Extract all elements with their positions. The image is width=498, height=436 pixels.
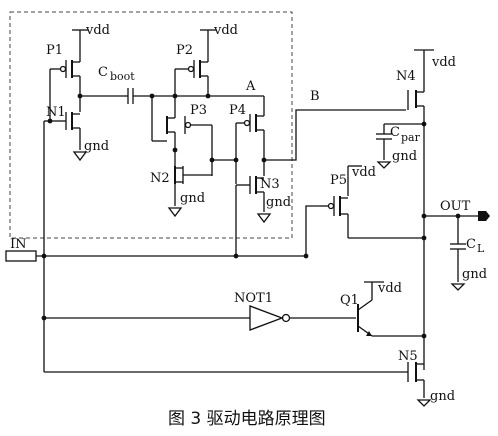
cl-subscript: L <box>477 242 485 255</box>
p3-label: P3 <box>190 103 207 118</box>
cl-label: C <box>466 237 476 252</box>
n3-label: N3 <box>260 177 280 192</box>
n4-label: N4 <box>396 69 416 84</box>
in-label: IN <box>10 237 27 252</box>
p5-label: P5 <box>330 173 347 188</box>
ground-n2 <box>167 207 183 218</box>
figure-caption: 图 3 驱动电路原理图 <box>168 409 326 429</box>
not1-label: NOT1 <box>234 291 273 306</box>
transistor-n2 <box>174 150 212 206</box>
not-gate <box>44 305 356 331</box>
capacitor-cpar <box>376 123 424 169</box>
gnd-label-n3: gnd <box>266 195 291 210</box>
n5-label: N5 <box>398 349 418 364</box>
out-label: OUT <box>440 199 471 214</box>
capacitor-cboot <box>124 88 175 104</box>
vdd-label-q1: vdd <box>377 281 402 296</box>
input-terminal <box>5 250 37 262</box>
node-b-wire <box>264 109 406 161</box>
transistor-n5 <box>44 362 432 407</box>
gnd-label-cpar: gnd <box>392 149 417 164</box>
node-a-label: A <box>245 79 256 94</box>
p1-label: P1 <box>46 43 63 58</box>
n2-label: N2 <box>150 171 170 186</box>
ground-n1 <box>72 151 88 162</box>
gnd-label-n5: gnd <box>430 389 455 404</box>
vdd-label-p1: vdd <box>85 23 110 38</box>
transistor-p3 <box>166 96 213 176</box>
cboot-label: C <box>98 65 108 80</box>
gnd-label-n2: gnd <box>180 191 205 206</box>
cpar-label: C <box>390 125 400 140</box>
driver-block-boundary <box>9 11 293 239</box>
node-b-label: B <box>310 89 320 104</box>
transistor-n3 <box>236 160 265 212</box>
vdd-label-n4: vdd <box>431 55 456 70</box>
transistor-n4 <box>407 50 425 124</box>
p2-label: P2 <box>176 43 193 58</box>
transistor-p5 <box>320 165 362 238</box>
transistor-p2 <box>174 30 209 96</box>
gnd-label-n1: gnd <box>84 139 109 154</box>
cpar-subscript: par <box>401 131 421 144</box>
transistor-q1 <box>357 281 424 337</box>
q1-label: Q1 <box>340 293 359 308</box>
vdd-label-p2: vdd <box>213 23 238 38</box>
n1-label: N1 <box>46 105 66 120</box>
p4-label: P4 <box>229 103 246 118</box>
vdd-label-p5: vdd <box>351 165 376 180</box>
gnd-label-cl: gnd <box>462 267 487 282</box>
transistor-p4 <box>235 112 265 184</box>
ground-n3 <box>256 213 272 224</box>
cboot-subscript: boot <box>110 70 135 83</box>
transistor-p1 <box>50 30 81 94</box>
capacitor-cl <box>450 216 466 291</box>
transistor-n1 <box>50 94 81 150</box>
out-terminal <box>478 211 490 221</box>
